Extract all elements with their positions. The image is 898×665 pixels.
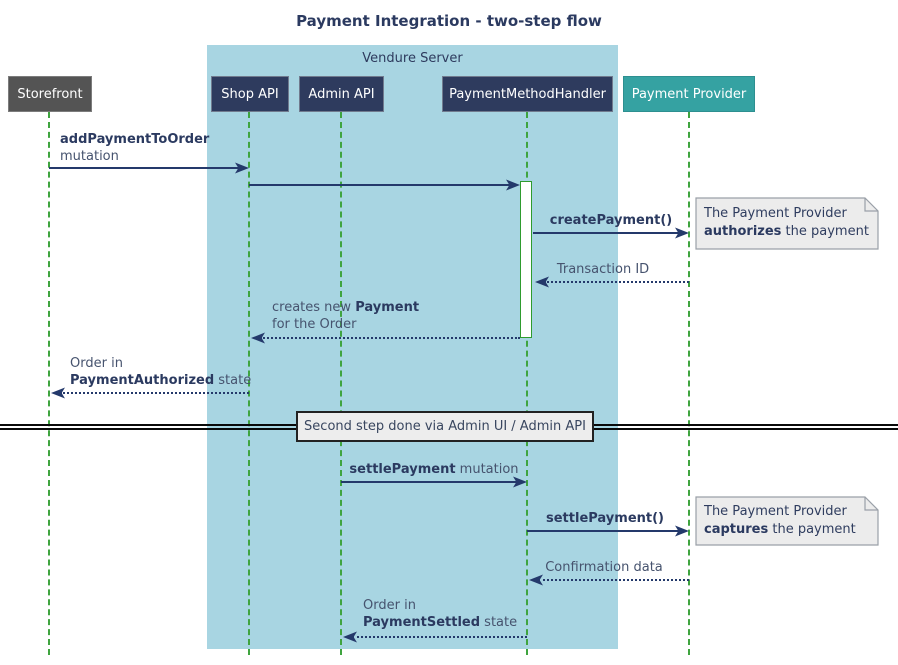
note-shape (695, 197, 879, 250)
message-arrow-shop-to-handler (249, 179, 520, 191)
lifeline-admin-api (340, 112, 342, 655)
message-arrow-creates-new-payment (251, 332, 520, 344)
divider: Second step done via Admin UI / Admin AP… (296, 411, 594, 442)
message-label-creates-new-payment: creates new Payment for the Order (272, 300, 420, 332)
participant-storefront: Storefront (8, 76, 92, 112)
participant-payment-method-handler: PaymentMethodHandler (442, 76, 613, 112)
participant-admin-api: Admin API (299, 76, 384, 112)
arrowhead-icon (51, 387, 65, 399)
participant-payment-provider: Payment Provider (623, 76, 755, 112)
arrowhead-icon (235, 162, 249, 174)
message-arrow-settle-payment-call (527, 525, 689, 537)
lifeline-storefront (48, 112, 50, 655)
message-arrow-settle-payment-mutation (341, 476, 527, 488)
message-arrow-payment-authorized (51, 387, 249, 399)
arrowhead-icon (529, 574, 543, 586)
note-authorizes: The Payment Provider authorizes the paym… (695, 197, 879, 250)
arrowhead-icon (535, 276, 549, 288)
arrowhead-icon (675, 525, 689, 537)
message-label-payment-settled: Order in PaymentSettled state (363, 598, 518, 630)
arrowhead-icon (343, 631, 357, 643)
message-label-transaction-id: Transaction ID (556, 262, 650, 277)
vendure-server-label: Vendure Server (362, 51, 463, 66)
diagram-title: Payment Integration - two-step flow (296, 12, 602, 30)
message-arrow-add-payment-to-order (49, 162, 249, 174)
note-shape (695, 496, 879, 546)
lifeline-shop-api (248, 112, 250, 655)
message-label-payment-authorized: Order in PaymentAuthorized state (70, 356, 252, 388)
message-label-create-payment: createPayment() (549, 213, 673, 228)
activation-bar-payment-method-handler (520, 181, 532, 338)
arrowhead-icon (506, 179, 520, 191)
message-label-settle-payment-call: settlePayment() (546, 511, 664, 526)
participant-shop-api: Shop API (211, 76, 289, 112)
message-arrow-transaction-id (535, 276, 689, 288)
lifeline-payment-method-handler (526, 112, 528, 655)
arrowhead-icon (513, 476, 527, 488)
divider-label: Second step done via Admin UI / Admin AP… (304, 419, 586, 434)
message-arrow-payment-settled (343, 631, 527, 643)
message-arrow-create-payment (533, 227, 689, 239)
arrowhead-icon (675, 227, 689, 239)
vendure-server-container (207, 45, 618, 649)
message-label-confirmation-data: Confirmation data (545, 560, 663, 575)
arrowhead-icon (251, 332, 265, 344)
lifeline-payment-provider (688, 112, 690, 655)
message-label-add-payment-to-order: addPaymentToOrder mutation (60, 132, 210, 164)
message-label-settle-payment-mutation: settlePayment mutation (349, 462, 519, 477)
note-captures: The Payment Provider captures the paymen… (695, 496, 879, 546)
message-arrow-confirmation-data (529, 574, 689, 586)
